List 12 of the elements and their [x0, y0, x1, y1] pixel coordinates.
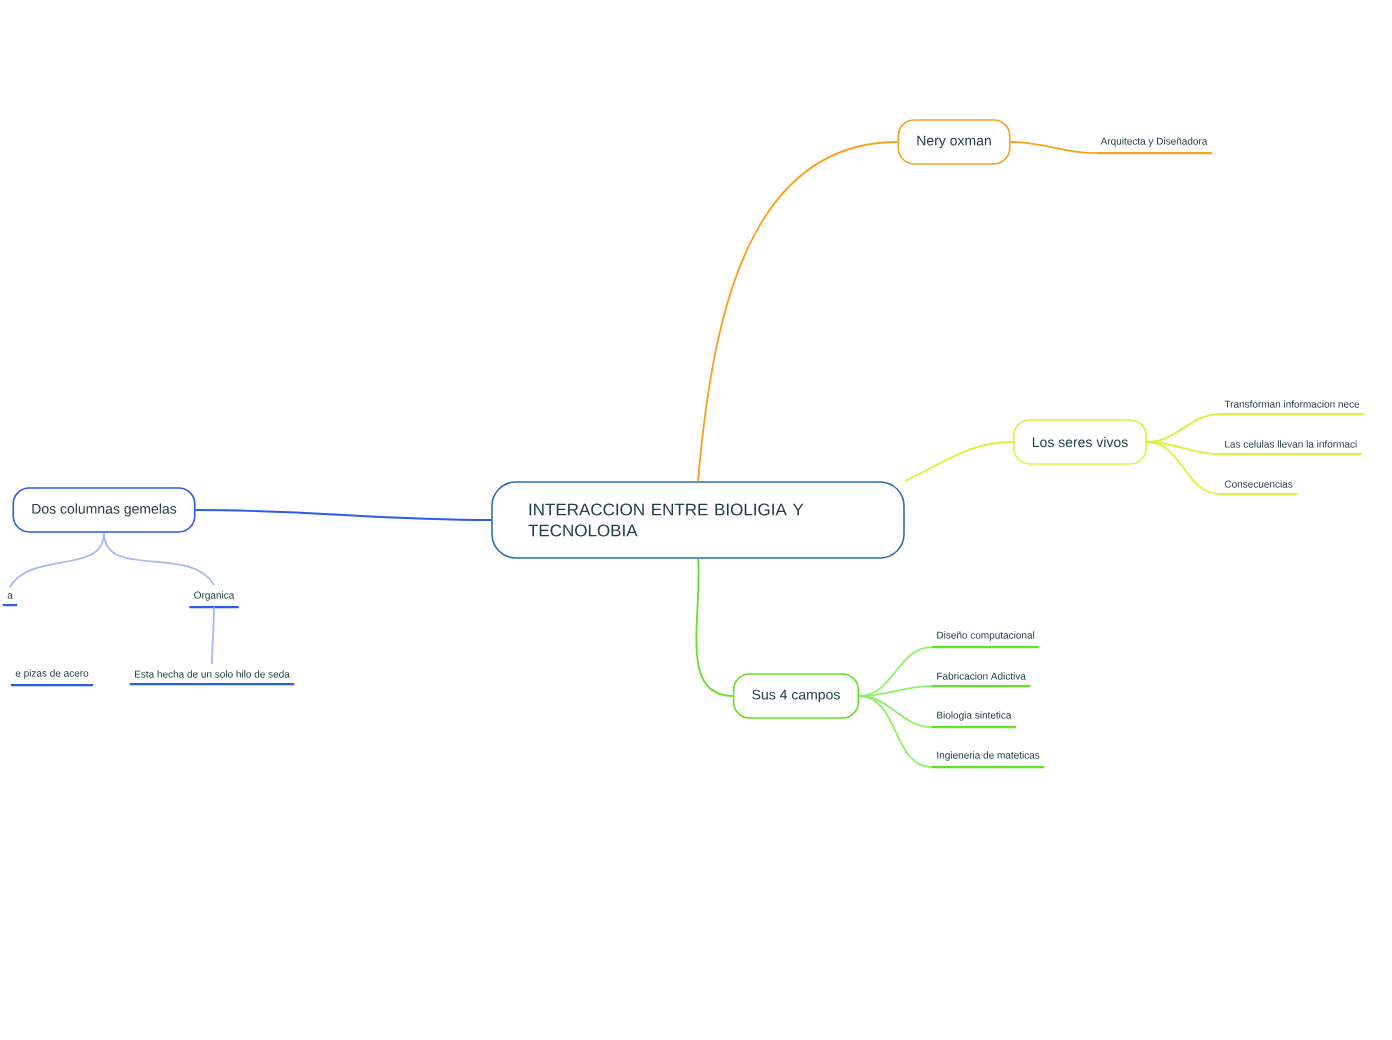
- connector: [1146, 441, 1221, 455]
- connector: [194, 509, 493, 521]
- connector: [858, 695, 933, 768]
- connector: [211, 606, 215, 665]
- connector: [903, 441, 1014, 483]
- connector: [858, 695, 933, 728]
- connector: [695, 557, 734, 697]
- connector: [1146, 441, 1221, 495]
- central-topic-box: INTERACCION ENTRE BIOLIGIA Y TECNOLOBIA: [491, 481, 905, 559]
- connector: [103, 531, 215, 586]
- connector: [1009, 141, 1098, 154]
- connector: [697, 141, 899, 483]
